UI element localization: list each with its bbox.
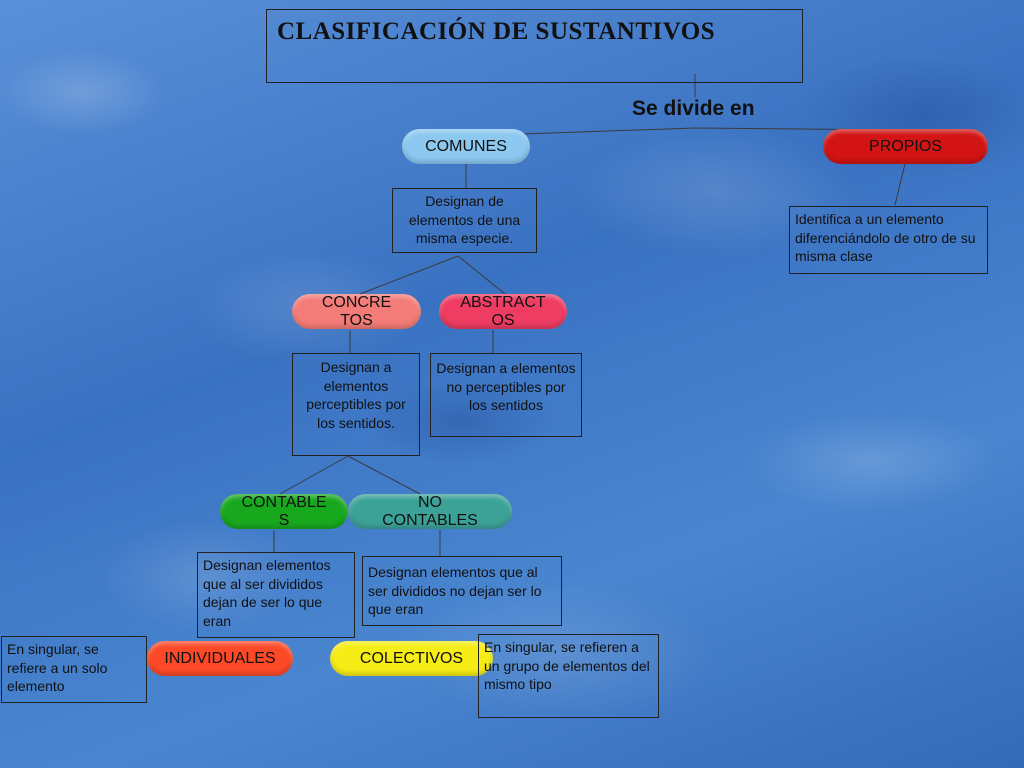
desc-concretos: Designan a elementos perceptibles por lo…	[292, 353, 420, 456]
node-concretos-label: CONCRETOS	[321, 293, 392, 329]
page-title: CLASIFICACIÓN DE SUSTANTIVOS	[277, 18, 716, 45]
node-colectivos-label: COLECTIVOS	[359, 649, 464, 667]
node-contables-label: CONTABLES	[241, 493, 327, 529]
node-contables[interactable]: CONTABLES	[220, 494, 348, 529]
line-to-no-contables	[347, 455, 421, 495]
node-no-contables[interactable]: NO CONTABLES	[348, 494, 512, 529]
node-comunes-label: COMUNES	[425, 137, 507, 155]
desc-individuales: En singular, se refiere a un solo elemen…	[1, 636, 147, 703]
connector-label: Se divide en	[632, 97, 755, 120]
line-to-concretos	[359, 255, 459, 295]
desc-colectivos: En singular, se refieren a un grupo de e…	[478, 634, 659, 718]
line-propios-desc	[894, 163, 906, 206]
node-abstractos-label: ABSTRACTOS	[460, 293, 546, 329]
line-to-abstractos	[457, 255, 506, 295]
node-no-contables-label: NO CONTABLES	[382, 493, 478, 529]
node-individuales-label: INDIVIDUALES	[164, 649, 276, 667]
desc-no-contables: Designan elementos que al ser divididos …	[362, 556, 562, 626]
desc-propios: Identifica a un elemento diferenciándolo…	[789, 206, 988, 274]
node-comunes[interactable]: COMUNES	[402, 129, 530, 164]
node-abstractos[interactable]: ABSTRACTOS	[439, 294, 567, 329]
desc-comunes: Designan de elementos de una misma espec…	[392, 188, 537, 253]
node-colectivos[interactable]: COLECTIVOS	[330, 641, 493, 676]
node-propios[interactable]: PROPIOS	[823, 129, 988, 164]
node-propios-label: PROPIOS	[869, 137, 942, 155]
line-to-contables	[279, 455, 349, 495]
desc-abstractos: Designan a elementos no perceptibles por…	[430, 353, 582, 437]
desc-contables: Designan elementos que al ser divididos …	[197, 552, 355, 638]
node-individuales[interactable]: INDIVIDUALES	[147, 641, 293, 676]
node-concretos[interactable]: CONCRETOS	[292, 294, 421, 329]
title-box: CLASIFICACIÓN DE SUSTANTIVOS	[266, 9, 803, 83]
